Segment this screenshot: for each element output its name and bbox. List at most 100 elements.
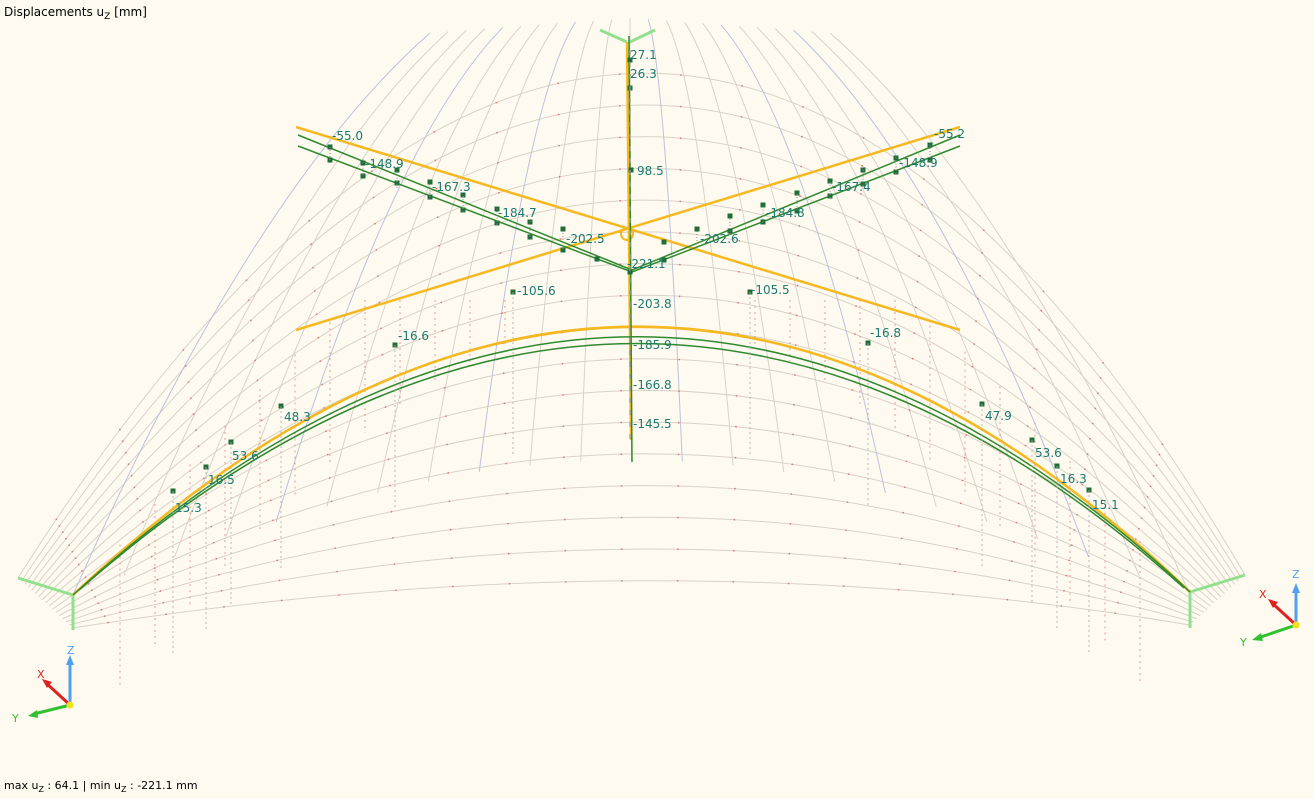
mesh-node [200,461,203,464]
mesh-node [981,252,983,254]
mesh-meridian [326,25,522,507]
mesh-node [308,219,311,222]
mesh-node [1129,559,1131,562]
mesh-node [918,255,920,257]
value-label: -55.0 [332,129,363,143]
result-node [427,179,433,185]
mesh-node [844,557,846,559]
mesh-node [739,208,741,211]
mesh-node [1097,392,1099,395]
mesh-node [676,579,679,582]
z-axis-label: Z [1292,568,1300,581]
result-node [527,219,533,225]
mesh-node [1132,549,1134,551]
mesh-node [263,439,265,442]
value-label: -185.9 [633,338,672,352]
mesh-meridian [829,32,1191,596]
mesh-node [921,203,924,206]
mesh-node [902,511,905,514]
mesh-node [961,479,964,482]
mesh-node [678,295,681,298]
mesh-node [384,406,387,408]
mesh-node [147,544,150,546]
mesh-node [502,372,505,375]
mesh-node [734,456,737,459]
mesh-node [845,529,847,531]
mesh-node [1065,574,1068,577]
result-node [394,167,400,173]
value-label: 27.1 [630,48,657,62]
value-label: -167.3 [432,180,471,194]
mesh-node [620,453,623,456]
mesh-node [855,305,857,307]
support [629,28,656,44]
mesh-node [249,319,252,322]
mesh-node [450,557,453,559]
mesh-node [374,222,376,225]
mesh-node [271,519,274,522]
mesh-meridian [811,31,1140,576]
mesh-node [677,516,679,519]
mesh-node [505,462,508,465]
mesh-node [274,539,276,542]
mesh-meridian [174,29,467,558]
mesh-node [247,299,250,302]
mesh-node [1031,386,1034,389]
mesh-node [81,570,83,572]
mesh-node [1068,559,1071,562]
members[interactable] [72,41,1191,596]
mesh-node [900,537,903,540]
mesh-node [445,415,447,417]
mesh-node [153,567,156,569]
mesh-node [381,353,384,356]
mesh-node [370,170,373,173]
mesh-node [1081,483,1084,486]
mesh-node [922,178,925,180]
mesh-node [848,445,851,447]
mesh-node [165,613,168,616]
result-node [760,202,766,208]
mesh-node [680,74,682,76]
mesh-node [256,379,259,382]
column-member [625,41,633,441]
mesh-node [506,492,508,495]
value-label: 26.3 [630,67,657,81]
mesh-node [197,445,200,448]
mesh-node [326,453,329,456]
mesh-node [1020,483,1022,485]
value-label: 98.5 [637,164,664,178]
mesh-node [124,451,127,454]
value-label: -145.5 [633,417,672,431]
mesh-node [1126,570,1128,572]
mesh-node [799,195,802,198]
mesh-node [100,608,103,611]
mesh-node [1152,475,1155,477]
mesh-node [378,301,381,304]
mesh-node [269,499,272,502]
value-label: 47.9 [985,409,1012,423]
result-node [627,57,633,63]
mesh-node [620,548,623,551]
mesh-node [136,498,139,500]
mesh-node [90,589,93,592]
mesh-node [558,144,560,147]
mesh-node [977,297,979,300]
result-node [628,167,634,173]
mesh-meridian [377,24,540,494]
mesh-node [952,593,954,596]
value-label: 16.5 [208,473,235,487]
y-axis-arrow [1257,623,1297,640]
mesh-node [386,432,388,435]
mesh-node [207,509,210,512]
value-label: -202.6 [700,232,739,246]
mesh-node [500,282,503,284]
mesh-node [452,585,454,588]
mesh-node [150,555,153,558]
mesh-node [1035,348,1038,351]
value-label: -16.8 [870,326,901,340]
mesh-node [1017,502,1020,505]
mesh-node [127,463,130,466]
mesh-node [317,336,320,339]
